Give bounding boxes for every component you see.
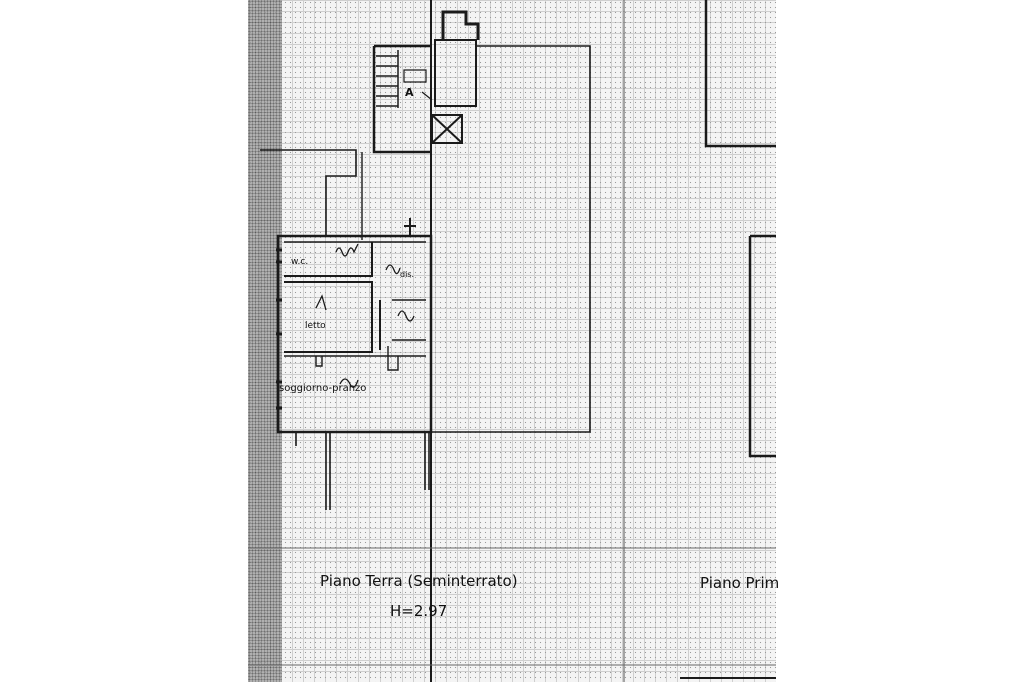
entrance-mark xyxy=(404,218,416,236)
wc-wall xyxy=(284,242,373,277)
stair-marker-a: A xyxy=(405,86,414,99)
lift-shaft xyxy=(431,114,463,144)
scan-shading xyxy=(248,0,282,682)
apartment-outline xyxy=(276,234,433,434)
floor-title-first: Piano Prim xyxy=(700,574,780,592)
room-label-letto: letto xyxy=(305,321,326,331)
bedroom-wall xyxy=(284,281,373,353)
floor-title-ground: Piano Terra (Seminterrato) xyxy=(320,572,518,590)
first-floor-upper-outline xyxy=(704,0,776,148)
area-mark-wc xyxy=(335,243,359,257)
courtyard-wall xyxy=(260,149,357,236)
room-label-wc: w.c. xyxy=(291,257,309,267)
door-mark xyxy=(315,356,323,367)
chimney-outline xyxy=(441,10,480,40)
window-ticks xyxy=(276,248,282,410)
door-jamb xyxy=(387,346,399,371)
arrow-a xyxy=(421,91,433,101)
room-label-dis: dis. xyxy=(400,270,415,279)
shaft-box xyxy=(434,39,477,107)
area-mark-letto xyxy=(315,294,327,311)
first-floor-lower-outline xyxy=(748,234,776,458)
stair-wall xyxy=(372,46,431,154)
stair-treads xyxy=(376,55,398,107)
floor-height-ground: H=2.97 xyxy=(390,602,448,620)
area-mark-soggiorno xyxy=(339,378,359,388)
extension-walls xyxy=(295,432,430,510)
room-label-soggiorno: soggiorno-pranzo xyxy=(279,383,367,394)
landing-box xyxy=(403,69,427,83)
drawing-sheet xyxy=(248,0,776,682)
corridor-walls xyxy=(392,299,426,341)
terrace-outline xyxy=(431,45,591,433)
area-mark-dis xyxy=(385,264,401,275)
area-mark-corridor xyxy=(397,310,415,322)
